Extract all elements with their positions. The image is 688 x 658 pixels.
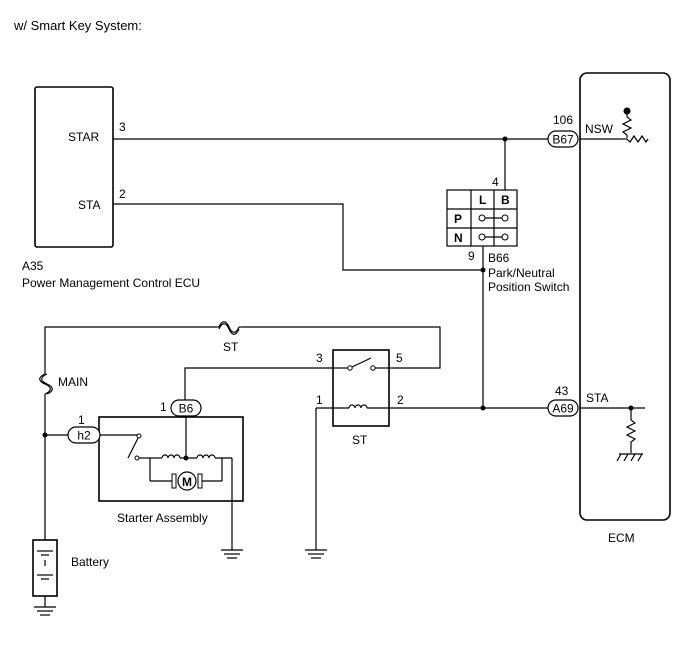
- pnp-pin9: 9: [468, 249, 475, 263]
- ecm-sta-label: STA: [586, 391, 608, 405]
- pm-ecu-box: [34, 86, 114, 248]
- ground-symbol-starter: [221, 549, 243, 559]
- starter-motor: [150, 458, 223, 491]
- wire-battery-main: [44, 326, 216, 540]
- connector-h2-label: h2: [77, 429, 91, 443]
- st-relay-coil: [316, 404, 389, 409]
- pnp-switch-table: [446, 189, 518, 247]
- connector-b6-label: B6: [179, 402, 194, 416]
- pm-ecu-star-label: STAR: [68, 130, 99, 144]
- starter-magnetic-switch: [100, 433, 150, 461]
- battery-label: Battery: [71, 555, 109, 569]
- ecm-sta-pulldown: [616, 408, 643, 462]
- junction-sta: [480, 405, 486, 411]
- wire-fuse-relay: [242, 326, 441, 369]
- ecm-nsw-label: NSW: [585, 122, 614, 136]
- starter-coils: [149, 416, 232, 481]
- pm-ecu-code: A35: [22, 259, 44, 273]
- pnp-col-b: B: [501, 193, 510, 207]
- connector-a69: [547, 399, 579, 417]
- connector-b67: [547, 130, 579, 148]
- ecm-sta-pin: 43: [555, 384, 569, 398]
- wire-sta-pnp: [113, 203, 483, 271]
- st-relay-contact: [333, 357, 389, 371]
- st-relay-pin2: 2: [397, 393, 404, 407]
- ecm-nsw-pullup: [620, 107, 649, 144]
- st-relay-box: [332, 349, 390, 427]
- st-fuse-label: ST: [223, 340, 239, 354]
- pnp-col-l: L: [479, 193, 486, 207]
- ground-symbol-battery: [34, 606, 56, 616]
- st-relay-pin5: 5: [396, 351, 403, 365]
- pnp-row-n: N: [454, 231, 463, 245]
- pnp-name-line2: Position Switch: [488, 280, 569, 294]
- st-relay-pin3: 3: [316, 351, 323, 365]
- main-fuse-symbol: [39, 371, 53, 397]
- pm-ecu-sta-pin: 2: [119, 187, 126, 201]
- connector-b67-label: B67: [552, 133, 574, 147]
- motor-label: M: [182, 475, 192, 489]
- ground-symbol-relay: [305, 549, 327, 559]
- pm-ecu-name: Power Management Control ECU: [22, 276, 200, 290]
- pm-ecu-star-pin: 3: [119, 120, 126, 134]
- pnp-row-p: P: [454, 212, 462, 226]
- ecm-box: [579, 72, 671, 521]
- ecm-label: ECM: [608, 531, 635, 545]
- battery-box: [32, 539, 58, 597]
- pnp-pin4: 4: [492, 175, 499, 189]
- page-title: w/ Smart Key System:: [13, 18, 142, 33]
- starter-box: [98, 416, 244, 502]
- st-relay-pin1: 1: [316, 393, 323, 407]
- junction-pnp: [480, 267, 486, 273]
- connector-a69-label: A69: [552, 402, 574, 416]
- starter-h2-pin: 1: [78, 413, 85, 427]
- starter-b6-pin: 1: [160, 400, 167, 414]
- main-fuse-label: MAIN: [58, 375, 88, 389]
- starter-label: Starter Assembly: [117, 511, 208, 525]
- ecm-nsw-pin: 106: [553, 113, 573, 127]
- battery-cells: [37, 550, 53, 580]
- pnp-name-line1: Park/Neutral: [488, 266, 555, 280]
- st-relay-label: ST: [352, 433, 368, 447]
- pm-ecu-sta-label: STA: [78, 198, 100, 212]
- wire-b6-relay: [184, 367, 333, 400]
- st-fuse-symbol: [216, 321, 242, 335]
- pnp-code: B66: [488, 251, 510, 265]
